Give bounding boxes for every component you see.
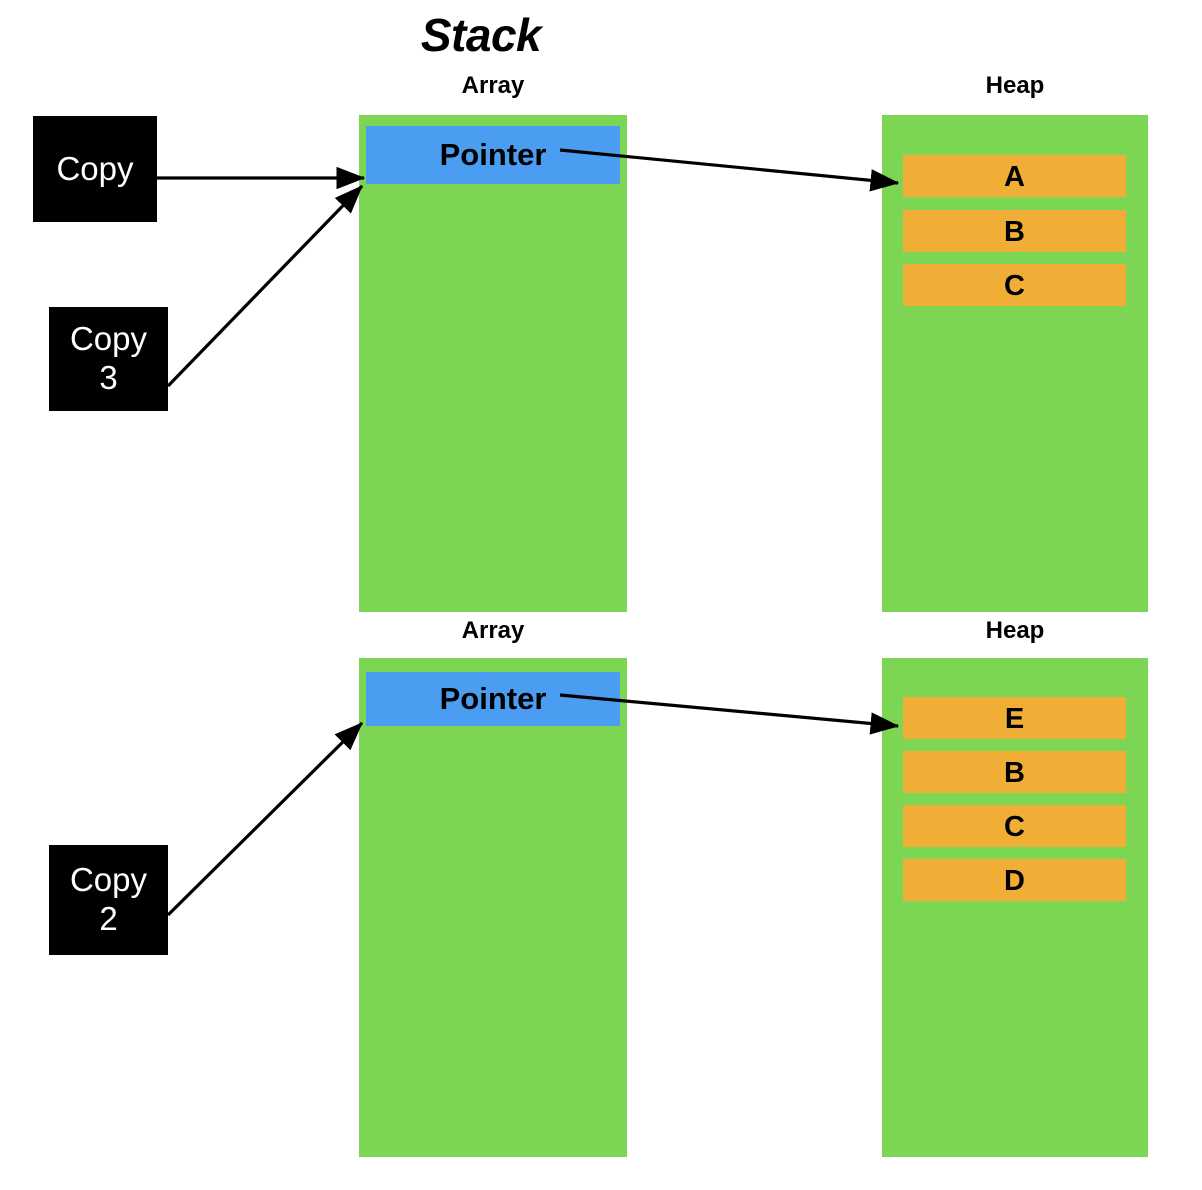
label-heap-bottom: Heap	[985, 617, 1045, 644]
heap-bottom-item-1-label: E	[1004, 703, 1025, 735]
heap-bottom-item-4[interactable]: D	[903, 859, 1126, 901]
label-array-top: Array	[461, 72, 525, 99]
array-top-pointer-label: Pointer	[439, 137, 547, 172]
heap-bottom-item-3-label: C	[1004, 811, 1025, 843]
label-array-bottom: Array	[461, 617, 525, 644]
array-top-pointer[interactable]: Pointer	[366, 126, 620, 184]
copy-box-2-label: Copy 2	[69, 861, 148, 937]
copy-box-1[interactable]: Copy	[33, 116, 157, 222]
heap-bottom-item-2-label: B	[1004, 757, 1025, 789]
heap-top-item-2[interactable]: B	[903, 210, 1126, 252]
arrow-copy2-to-pointer-bottom	[166, 721, 364, 917]
heap-top-item-3[interactable]: C	[903, 264, 1126, 306]
copy-box-3[interactable]: Copy 3	[49, 307, 168, 411]
heap-bottom-item-2[interactable]: B	[903, 751, 1126, 793]
page-title-text: Stack	[420, 9, 542, 61]
heap-top-item-3-label: C	[1004, 270, 1025, 302]
arrow-copy3-to-pointer-top	[166, 184, 364, 388]
page-title: Stack	[0, 8, 1202, 62]
array-bottom-container: Pointer	[359, 658, 627, 1157]
copy-box-1-label: Copy	[56, 149, 134, 187]
heap-top-item-1-label: A	[1004, 161, 1025, 193]
label-heap-top: Heap	[985, 72, 1045, 99]
heap-top-item-2-label: B	[1004, 216, 1025, 248]
array-bottom-pointer-label: Pointer	[439, 681, 547, 716]
copy-box-3-label: Copy 3	[69, 320, 148, 396]
heap-bottom-item-1[interactable]: E	[903, 697, 1126, 739]
heap-bottom-container: E B C D	[882, 658, 1148, 1157]
array-top-container: Pointer	[359, 115, 627, 612]
heap-top-container: A B C	[882, 115, 1148, 612]
heap-bottom-item-3[interactable]: C	[903, 805, 1126, 847]
heap-top-item-1[interactable]: A	[903, 155, 1126, 197]
array-bottom-pointer[interactable]: Pointer	[366, 672, 620, 726]
copy-box-2[interactable]: Copy 2	[49, 845, 168, 955]
heap-bottom-item-4-label: D	[1004, 865, 1025, 897]
